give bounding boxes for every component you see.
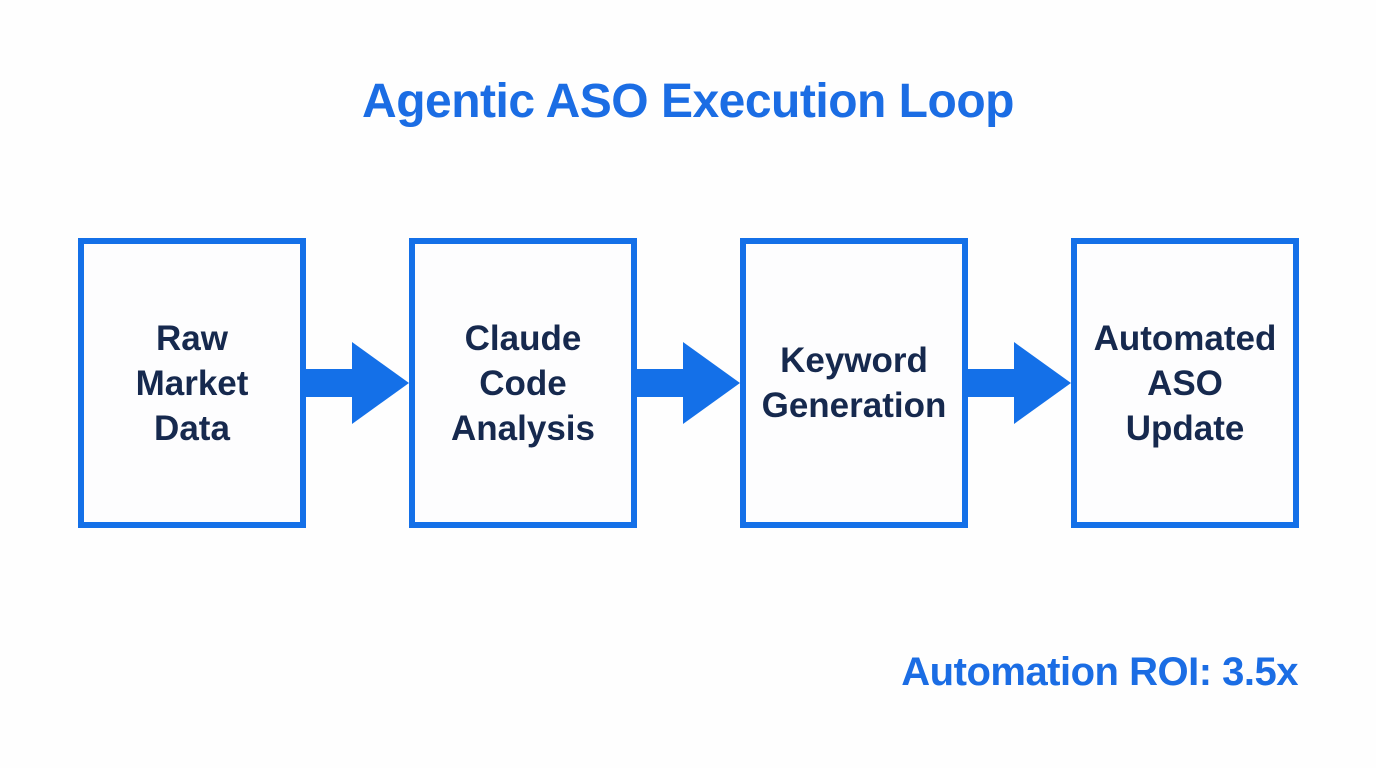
- diagram-title: Agentic ASO Execution Loop: [362, 75, 1014, 128]
- arrow-head: [1014, 342, 1071, 424]
- arrow-shaft: [637, 369, 683, 397]
- roi-label: Automation ROI: 3.5x: [901, 650, 1298, 694]
- flow-box-automated-aso-update: Automated ASO Update: [1071, 238, 1299, 528]
- arrow-head: [683, 342, 740, 424]
- flow-row: Raw Market Data Claude Code Analysis Key…: [78, 238, 1299, 528]
- flow-box-raw-market-data: Raw Market Data: [78, 238, 306, 528]
- flow-box-keyword-generation: Keyword Generation: [740, 238, 968, 528]
- arrow-shaft: [306, 369, 352, 397]
- flow-box-claude-code-analysis: Claude Code Analysis: [409, 238, 637, 528]
- arrow-head: [352, 342, 409, 424]
- arrow-right-icon: [306, 342, 409, 424]
- flow-box-label: Keyword Generation: [761, 341, 947, 425]
- flow-box-label: Claude Code Analysis: [451, 318, 595, 448]
- arrow-right-icon: [637, 342, 740, 424]
- arrow-right-icon: [968, 342, 1071, 424]
- flow-box-label: Automated ASO Update: [1093, 318, 1277, 448]
- flow-box-label: Raw Market Data: [135, 318, 249, 448]
- arrow-shaft: [968, 369, 1014, 397]
